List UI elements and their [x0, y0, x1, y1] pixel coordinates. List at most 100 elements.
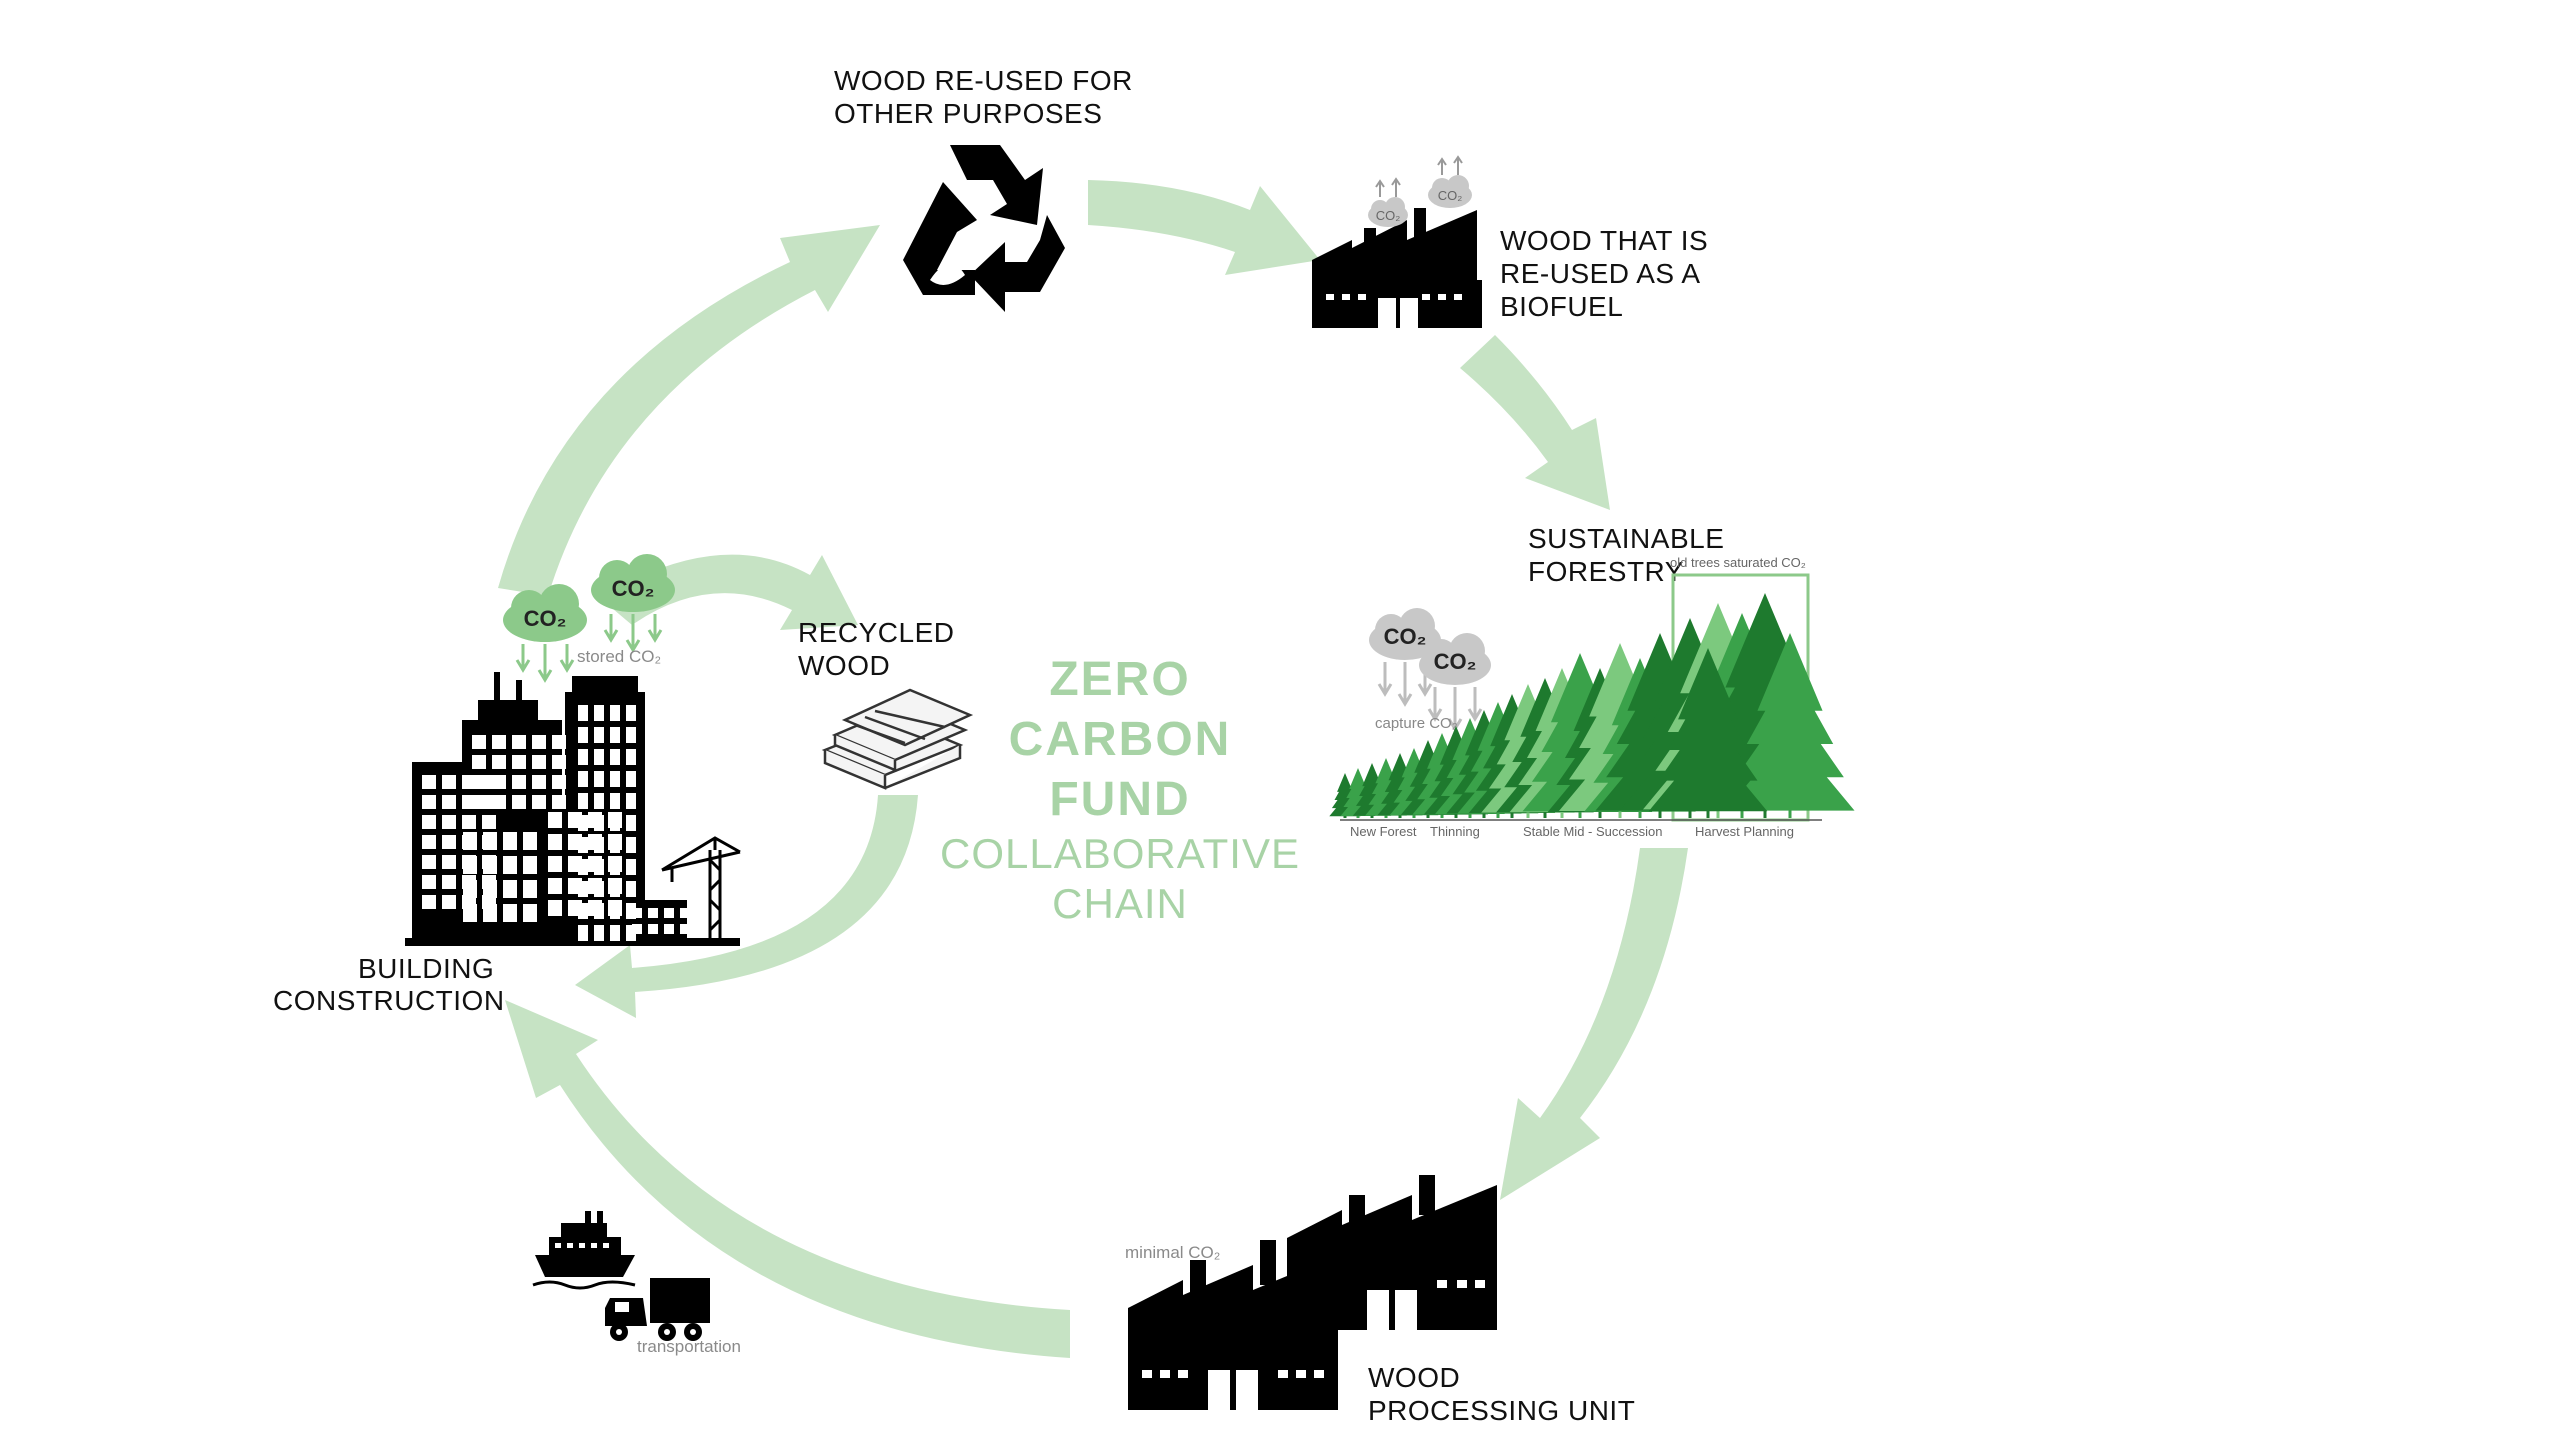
node-processing: minimal CO₂	[1125, 1175, 1635, 1426]
building-window	[532, 775, 546, 789]
building-window	[442, 775, 456, 789]
stage-harvest-planning: Harvest Planning	[1695, 824, 1794, 839]
building-window	[568, 834, 582, 850]
building-window	[578, 903, 588, 919]
building-window	[578, 881, 588, 897]
building-window	[594, 705, 604, 721]
building-window	[608, 900, 622, 916]
building-window	[463, 856, 477, 874]
recycled-label-line2: WOOD	[798, 650, 890, 681]
building-window	[594, 727, 604, 743]
minimal-co2-note: minimal CO₂	[1125, 1243, 1220, 1262]
building-window	[532, 735, 546, 749]
building-window	[626, 925, 636, 941]
arrow-recycled-to-building	[575, 795, 918, 1018]
truck-icon	[605, 1278, 710, 1341]
arrow-building-to-reuse	[498, 225, 880, 596]
building-window	[594, 793, 604, 809]
co2-label: CO₂	[524, 606, 567, 631]
crane-icon	[661, 836, 741, 942]
center-title-line3: FUND	[1049, 773, 1190, 826]
building-window	[422, 855, 436, 869]
node-wood-reused: WOOD RE-USED FOR OTHER PURPOSES	[834, 65, 1132, 312]
recycled-label-line1: RECYCLED	[798, 617, 954, 648]
building-window	[578, 859, 588, 875]
building-window	[552, 775, 566, 789]
building-window	[578, 793, 588, 809]
building-window	[588, 878, 602, 894]
building-window	[568, 812, 582, 828]
node-recycled: RECYCLED WOOD	[798, 617, 974, 790]
stage-thinning: Thinning	[1430, 824, 1480, 839]
building-window	[442, 875, 456, 889]
building-window	[632, 924, 642, 934]
co2-cloud-biofuel-a: CO₂	[1368, 177, 1408, 227]
tree-trunk	[1788, 771, 1792, 818]
building-window	[608, 812, 622, 828]
building-window	[548, 900, 562, 916]
building-window	[422, 775, 436, 789]
building-window	[482, 815, 496, 829]
building-window	[492, 735, 506, 749]
building-window	[578, 837, 588, 853]
stage-new-forest: New Forest	[1350, 824, 1417, 839]
building-window	[626, 837, 636, 853]
tree	[1725, 633, 1855, 811]
building-window	[588, 856, 602, 872]
building-window	[626, 815, 636, 831]
stage-stable-mid: Stable Mid - Succession	[1523, 824, 1662, 839]
building-window	[568, 900, 582, 916]
node-forestry: SUSTAINABLE FORESTRY old trees saturated…	[1329, 523, 1855, 839]
building-window	[523, 880, 537, 898]
center-title-line5: CHAIN	[1052, 880, 1188, 927]
building-window	[626, 705, 636, 721]
building-window	[492, 795, 506, 809]
building-window	[568, 878, 582, 894]
center-title-line4: COLLABORATIVE	[940, 830, 1300, 877]
building-window	[463, 880, 477, 898]
building-window	[523, 832, 537, 850]
building-window	[422, 875, 436, 889]
building-window	[492, 755, 506, 769]
co2-label: CO₂	[1384, 624, 1427, 649]
old-trees-note: old trees saturated CO₂	[1670, 555, 1806, 570]
building-window	[548, 834, 562, 850]
building-window	[503, 856, 517, 874]
building-window	[588, 834, 602, 850]
building-window	[463, 904, 477, 922]
building-window	[610, 925, 620, 941]
building-window	[532, 795, 546, 809]
building-window	[442, 895, 456, 909]
building-window	[422, 815, 436, 829]
building-window	[578, 727, 588, 743]
building-window	[552, 735, 566, 749]
building-window	[608, 878, 622, 894]
building-window	[512, 735, 526, 749]
building-window	[512, 795, 526, 809]
building-window	[472, 795, 486, 809]
building-window	[552, 755, 566, 769]
forestry-label-line1: SUSTAINABLE	[1528, 523, 1724, 554]
forestry-label-line2: FORESTRY	[1528, 556, 1684, 587]
biofuel-label-line3: BIOFUEL	[1500, 291, 1623, 322]
arrow-reuse-to-biofuel	[1088, 180, 1320, 275]
building-window	[610, 705, 620, 721]
building-window	[664, 908, 674, 918]
biofuel-label-line1: WOOD THAT IS	[1500, 225, 1708, 256]
node-transport: transportation	[532, 1211, 741, 1356]
building-window	[442, 795, 456, 809]
building-window	[648, 924, 658, 934]
building-window	[552, 795, 566, 809]
building-window	[422, 895, 436, 909]
co2-cloud-biofuel-b: CO₂	[1428, 155, 1472, 208]
building-window	[626, 771, 636, 787]
building-window	[578, 771, 588, 787]
building-window	[632, 908, 642, 918]
co2-label: CO₂	[612, 576, 655, 601]
building-window	[578, 925, 588, 941]
building-window	[610, 771, 620, 787]
building-window	[608, 856, 622, 872]
building-window	[442, 815, 456, 829]
co2-cloud-building-a: CO₂	[503, 584, 587, 683]
